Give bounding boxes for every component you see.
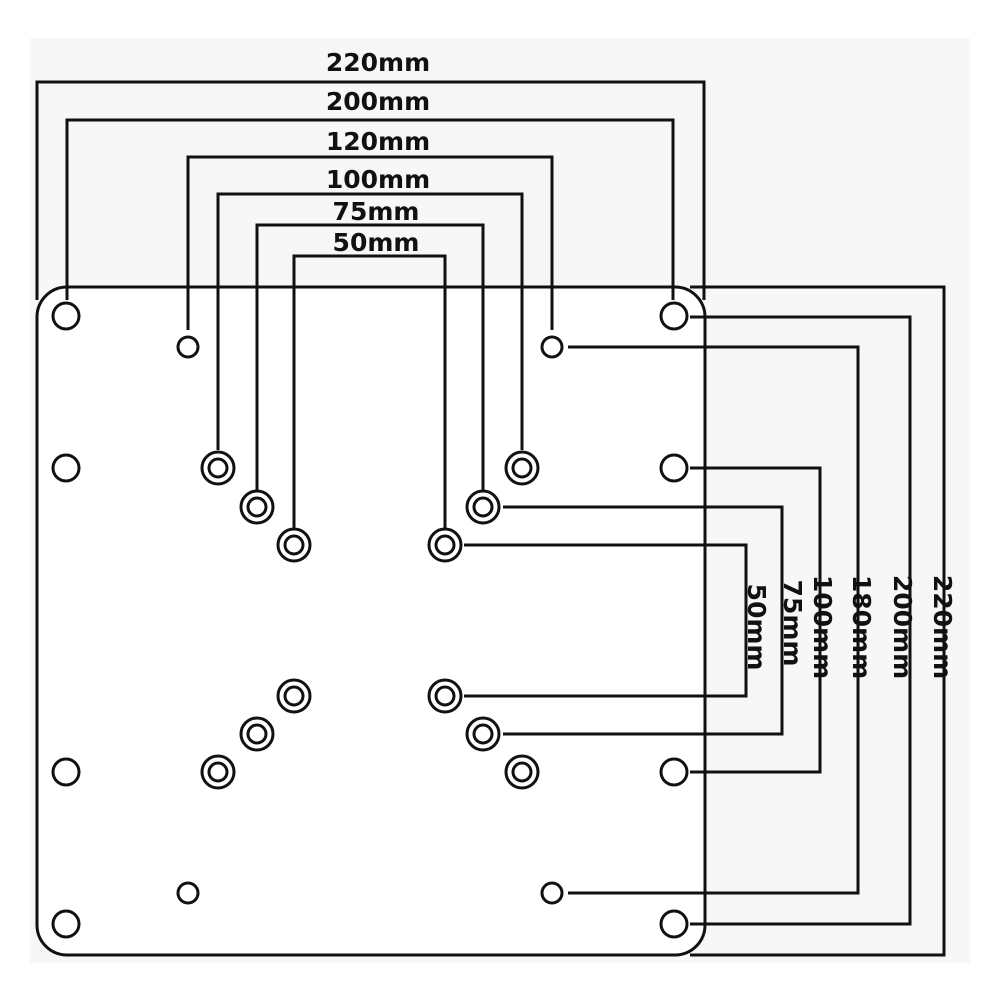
hole-75-bottom-right-inner xyxy=(472,723,494,745)
hole-side-lower-left xyxy=(51,757,81,787)
holes-200x200 xyxy=(51,301,689,939)
dim-line-v200 xyxy=(690,315,912,926)
hole-side-lower-right xyxy=(659,757,689,787)
dim-line-v50 xyxy=(464,543,748,698)
hole-50-bottom-left-inner xyxy=(283,685,305,707)
hole-75-bottom-left-inner xyxy=(246,723,268,745)
label-v180: 180mm xyxy=(847,575,876,679)
hole-side-upper-left xyxy=(51,453,81,483)
label-h200: 200mm xyxy=(326,87,430,116)
hole-120-bottom-right xyxy=(540,881,564,905)
horizontal-dimension-lines xyxy=(35,80,706,528)
label-v50: 50mm xyxy=(742,584,771,671)
dim-line-v100 xyxy=(690,466,822,774)
dim-line-h100 xyxy=(216,192,524,450)
hole-100-top-right-inner xyxy=(511,457,533,479)
hole-100-top-left-inner xyxy=(207,457,229,479)
dim-line-v220 xyxy=(690,285,946,957)
hole-200-bottom-right xyxy=(659,909,689,939)
hole-200-bottom-left xyxy=(51,909,81,939)
holes-200x100 xyxy=(51,453,689,787)
hole-120-bottom-left xyxy=(176,881,200,905)
hole-120-top-left xyxy=(176,335,200,359)
hole-120-top-right xyxy=(540,335,564,359)
label-v75: 75mm xyxy=(778,580,807,667)
holes-120x180 xyxy=(176,335,564,905)
holes-50x50 xyxy=(276,527,463,714)
label-v100: 100mm xyxy=(808,575,837,679)
holes-100x100 xyxy=(200,450,540,790)
label-h50: 50mm xyxy=(333,228,420,257)
label-v200: 200mm xyxy=(888,575,917,679)
label-v220: 220mm xyxy=(928,575,957,679)
dim-line-v75 xyxy=(503,505,784,736)
vertical-dimension-lines xyxy=(464,285,946,957)
dim-line-v180 xyxy=(568,345,860,895)
dim-line-h220 xyxy=(35,80,706,300)
dim-line-h200 xyxy=(65,118,675,300)
hole-200-top-right xyxy=(659,301,689,331)
mounting-plate xyxy=(35,285,707,957)
label-h120: 120mm xyxy=(326,127,430,156)
label-h100: 100mm xyxy=(326,165,430,194)
hole-50-top-left-inner xyxy=(283,534,305,556)
hole-50-top-right-inner xyxy=(434,534,456,556)
dim-line-h120 xyxy=(186,155,554,330)
hole-75-top-left-inner xyxy=(246,496,268,518)
dim-line-h75 xyxy=(255,223,485,490)
hole-75-top-right-inner xyxy=(472,496,494,518)
vertical-labels: 50mm 75mm 100mm 180mm 200mm 220mm xyxy=(742,575,957,679)
label-h75: 75mm xyxy=(333,197,420,226)
dim-line-h50 xyxy=(292,254,447,528)
label-h220: 220mm xyxy=(326,48,430,77)
hole-100-bottom-left-inner xyxy=(207,761,229,783)
holes-75x75 xyxy=(239,489,501,752)
hole-200-top-left xyxy=(51,301,81,331)
horizontal-labels: 220mm 200mm 120mm 100mm 75mm 50mm xyxy=(326,48,430,257)
hole-side-upper-right xyxy=(659,453,689,483)
hole-100-bottom-right-inner xyxy=(511,761,533,783)
hole-50-bottom-right-inner xyxy=(434,685,456,707)
